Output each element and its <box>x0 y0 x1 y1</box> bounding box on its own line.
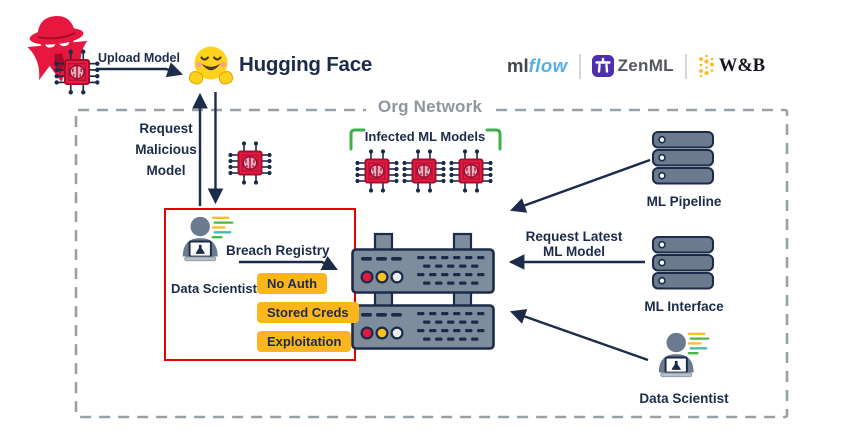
zenml-icon <box>591 55 614 77</box>
data-scientist-icon <box>176 211 238 273</box>
infected-chip-icon <box>447 147 495 195</box>
logo-divider <box>578 53 581 79</box>
infected-chip-icon <box>400 147 448 195</box>
infected-ml-models-label: Infected ML Models <box>364 129 486 144</box>
zenml-logo: ZenML <box>591 55 674 77</box>
wandb-logo: W&B <box>698 53 765 79</box>
ml-interface-server-icon <box>651 236 715 290</box>
breach-tag-stored-creds: Stored Creds <box>257 302 359 323</box>
ml-pipeline-server-icon <box>651 131 715 185</box>
model-registry-server-icon <box>351 232 495 350</box>
wandb-logo-text: W&B <box>718 55 766 76</box>
hacker-icon <box>27 16 88 82</box>
breach-tag-no-auth: No Auth <box>257 273 328 294</box>
upload-model-label: Upload Model <box>98 51 180 65</box>
breach-tag-exploitation: Exploitation <box>257 331 352 352</box>
scientist-to-registry-arrow <box>509 309 649 362</box>
breach-registry-arrow <box>239 256 338 271</box>
request-malicious-model-label: Request Malicious Model <box>135 121 197 178</box>
hugging-face-icon <box>188 46 234 85</box>
ml-pipeline-label: ML Pipeline <box>646 194 722 209</box>
breach-registry-label: Breach Registry <box>226 243 330 258</box>
data-scientist-icon <box>652 327 714 389</box>
infected-models-brackets <box>349 128 502 151</box>
zenml-logo-text: ZenML <box>617 56 674 75</box>
upload-model-arrow <box>96 62 184 78</box>
request-latest-model-label: Request Latest ML Model <box>525 229 623 259</box>
infected-chip-icon <box>353 147 401 195</box>
wandb-icon <box>698 54 714 78</box>
org-network-border <box>74 108 789 419</box>
pipeline-to-registry-arrow <box>509 158 651 213</box>
logo-divider <box>684 53 687 79</box>
org-network-label: Org Network <box>366 97 494 117</box>
ml-interface-label: ML Interface <box>644 299 724 314</box>
mlflow-logo-ml: ml <box>507 55 529 76</box>
data-scientist-label: Data Scientist <box>639 391 729 406</box>
malicious-model-chip-icon <box>226 139 274 187</box>
data-scientist-label: Data Scientist <box>171 281 257 296</box>
platform-title: Hugging Face <box>239 53 373 76</box>
mlflow-logo-flow: flow <box>528 55 568 76</box>
